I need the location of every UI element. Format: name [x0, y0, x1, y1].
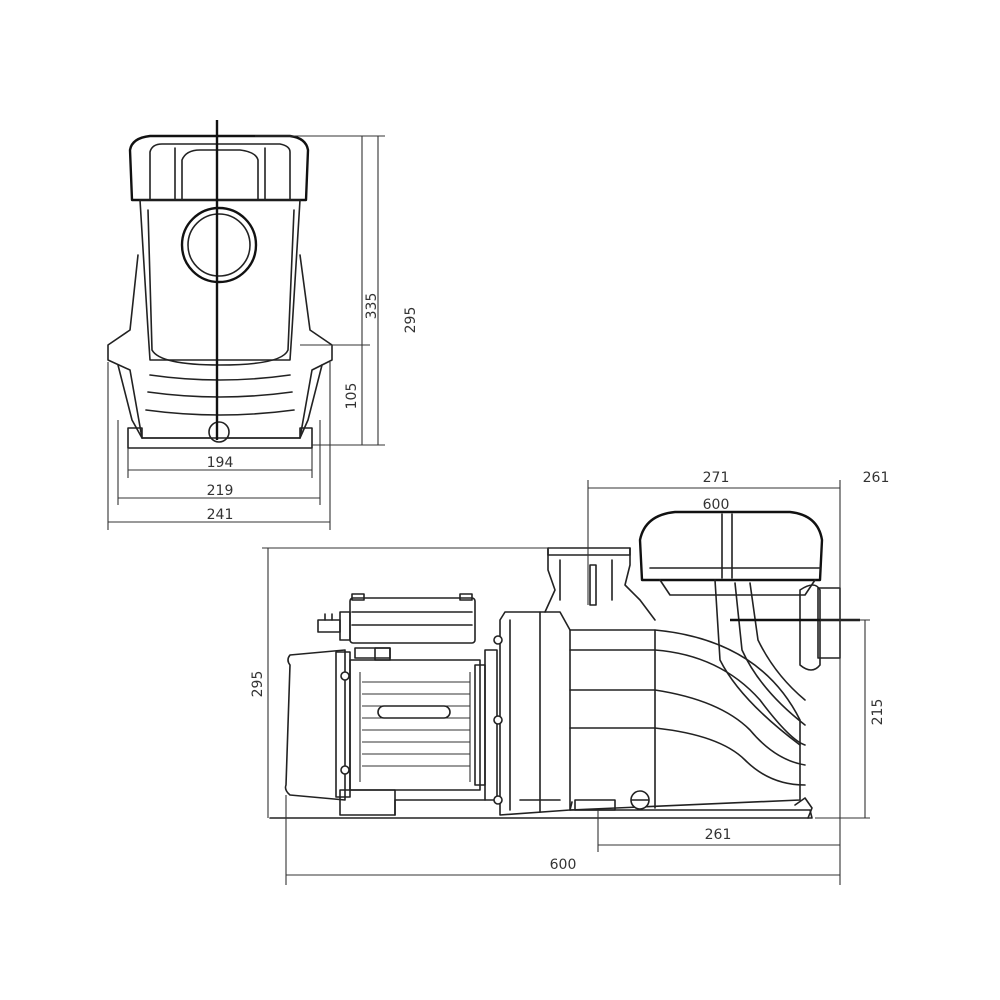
side-pump-housing	[269, 611, 813, 819]
front-inlet-port	[180, 206, 258, 284]
dim-side-height-outlet: 215	[870, 699, 886, 726]
dim-side-base-offset: 261	[705, 827, 732, 843]
dim-side-top-offset: 261	[863, 470, 890, 486]
dim-side-height-total: 295	[250, 671, 266, 698]
dim-front-height-base: 105	[344, 383, 360, 410]
front-lid	[128, 134, 310, 202]
side-strainer-pot	[638, 510, 824, 746]
side-motor	[284, 649, 498, 816]
front-view: 335 295 105 194 219 241	[107, 120, 419, 530]
side-terminal-box	[317, 593, 476, 661]
dim-front-width-mid: 219	[207, 483, 234, 499]
side-foot	[794, 797, 813, 819]
side-view: 295 215 271 261 600 261 600	[250, 470, 889, 885]
dim-front-height-top: 335	[364, 293, 380, 320]
dim-front-width-outer: 241	[207, 507, 234, 523]
dim-front-width-inner: 194	[207, 455, 234, 471]
side-vertical-dimensions	[262, 547, 870, 819]
dim-side-top-width: 271	[703, 470, 730, 486]
dim-front-height-total: 295	[403, 307, 419, 334]
front-drain-plug	[208, 421, 230, 443]
dim-side-length-total: 600	[550, 857, 577, 873]
side-horizontal-dimensions	[285, 480, 841, 885]
front-pump-body	[107, 199, 333, 439]
front-horizontal-dimensions	[107, 362, 331, 530]
side-inlet-neck	[544, 547, 656, 621]
front-vertical-dimensions	[255, 135, 385, 446]
front-base	[127, 427, 313, 449]
dim-side-top-length: 600	[703, 497, 730, 513]
